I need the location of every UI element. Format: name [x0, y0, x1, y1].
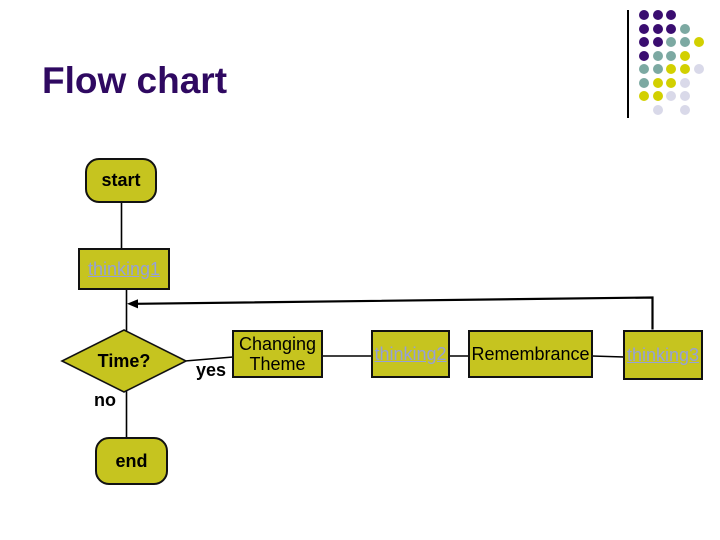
deco-dot [639, 64, 649, 74]
deco-dot [652, 91, 663, 101]
deco-dot [639, 77, 649, 88]
deco-dot [666, 10, 677, 20]
deco-dot [666, 50, 677, 61]
connector-thinking3-loopback [135, 296, 654, 330]
deco-dot [639, 23, 649, 34]
deco-dot [680, 50, 691, 61]
edge-label-yes: yes [196, 360, 227, 380]
node-remembrance: Remembrance [468, 330, 593, 378]
deco-dot [639, 50, 649, 61]
deco-dot [680, 91, 691, 101]
remembrance-label: Remembrance [471, 343, 590, 364]
decision-diamond-shape [60, 329, 188, 393]
node-start: start [85, 158, 157, 203]
deco-dot [680, 37, 691, 47]
deco-dot [652, 77, 663, 88]
node-thinking3: thinking3 [623, 330, 703, 380]
changing-theme-label: Changing Theme [238, 333, 317, 374]
deco-dot [680, 104, 691, 115]
deco-dot [666, 91, 677, 101]
deco-dot [680, 77, 691, 88]
deco-dot [652, 50, 663, 61]
deco-dot [652, 37, 663, 47]
deco-dot [666, 37, 677, 47]
deco-dot [652, 104, 663, 115]
deco-dot [693, 64, 704, 74]
thinking1-hyperlink[interactable]: thinking1 [87, 258, 161, 279]
deco-dot [680, 23, 691, 34]
node-changing-theme: Changing Theme [232, 330, 323, 378]
deco-dot [666, 64, 677, 74]
node-thinking1: thinking1 [78, 248, 170, 290]
deco-dot [680, 64, 691, 74]
deco-dot [666, 77, 677, 88]
decorative-vertical-line [627, 10, 629, 118]
deco-dot [693, 37, 704, 47]
deco-dot [652, 23, 663, 34]
node-end: end [95, 437, 168, 485]
decision-node-label: Time? [62, 330, 186, 392]
deco-dot [639, 10, 649, 20]
thinking2-hyperlink[interactable]: thinking2 [374, 343, 447, 364]
loopback-arrowhead-icon [127, 299, 138, 309]
node-end-label: end [115, 450, 148, 471]
node-start-label: start [101, 170, 141, 191]
edge-label-no: no [94, 390, 116, 410]
deco-dot [639, 91, 649, 101]
connector-decision-changing-theme [184, 356, 234, 362]
deco-dot [652, 10, 663, 20]
thinking3-hyperlink[interactable]: thinking3 [626, 344, 700, 365]
deco-dot [639, 37, 649, 47]
slide-title: Flow chart [42, 60, 228, 101]
deco-dot [666, 23, 677, 34]
dot-grid-decoration [639, 10, 714, 125]
deco-dot [652, 64, 663, 74]
node-thinking2: thinking2 [371, 330, 450, 378]
connector-remembrance-thinking3 [591, 355, 625, 358]
decision-label-text: Time? [97, 350, 151, 371]
